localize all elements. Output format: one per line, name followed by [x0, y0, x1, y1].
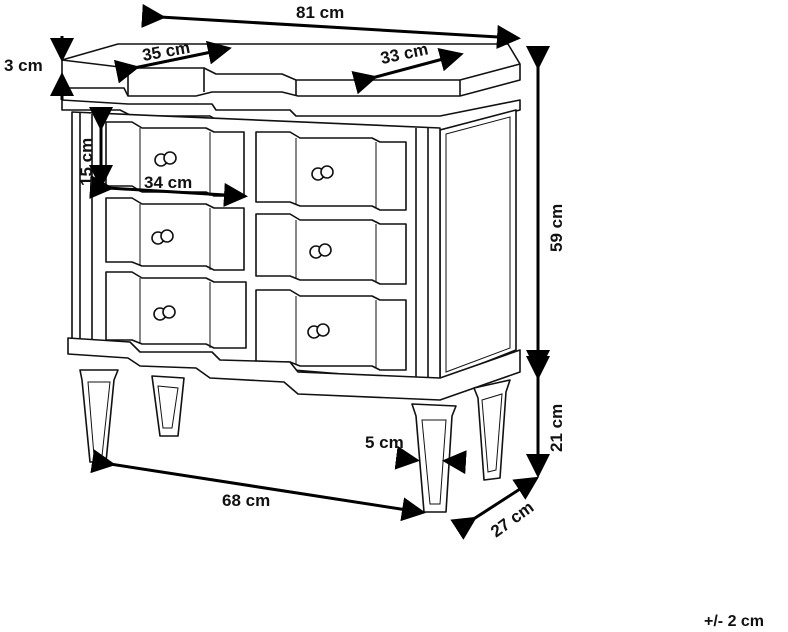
dimension-arrow-top-right-depth [351, 48, 464, 95]
cabinet-top [61, 43, 521, 97]
label-drawer-height: 15 cm [77, 138, 96, 186]
leg-back-right [473, 379, 511, 481]
dimension-arrow-leg-spacing [90, 449, 426, 522]
label-tolerance: +/- 2 cm [704, 613, 764, 630]
label-drawer-width: 34 cm [144, 173, 192, 192]
dimension-arrow-depth [450, 476, 540, 540]
dimension-arrow-drawer-width [89, 174, 248, 207]
cabinet-plinth [67, 337, 521, 401]
cabinet-side [439, 109, 517, 381]
leg-front-left [79, 369, 119, 463]
leg-front-right [411, 403, 457, 513]
drawer-middle-right [255, 213, 407, 285]
dimension-arrow-width [141, 3, 521, 49]
drawer-bottom-right [255, 289, 407, 371]
drawer-top-right [255, 131, 407, 211]
label-body-height: 59 cm [547, 204, 566, 252]
label-total-width: 81 cm [296, 3, 344, 22]
drawer-middle-left [105, 197, 245, 271]
drawer-bottom-left [105, 271, 247, 349]
dimension-arrow-leg-width-right [442, 450, 467, 475]
dimension-arrow-top-left-depth [113, 40, 232, 84]
dimension-arrow-leg-width-left [394, 445, 420, 470]
label-leg-spacing: 68 cm [222, 491, 270, 510]
label-leg-height: 21 cm [547, 404, 566, 452]
leg-back-left [151, 375, 185, 437]
label-top-thickness: 3 cm [4, 56, 43, 75]
label-leg-width: 5 cm [365, 433, 404, 452]
